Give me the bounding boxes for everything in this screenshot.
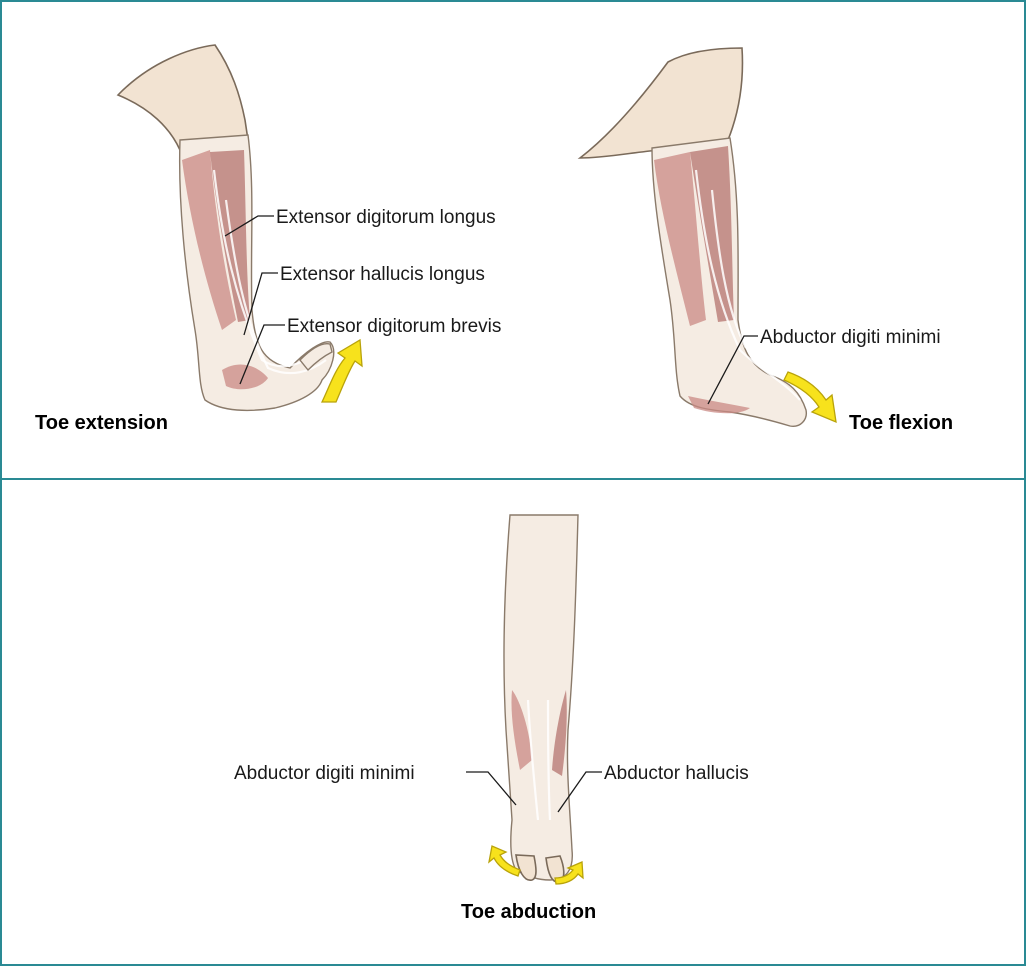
- leg-illustration-abduction: [504, 515, 578, 882]
- caption-toe-extension: Toe extension: [35, 412, 168, 434]
- caption-toe-abduction: Toe abduction: [461, 901, 596, 923]
- label-abductor-digiti-minimi: Abductor digiti minimi: [760, 327, 941, 348]
- panel-toe-extension: Extensor digitorum longus Extensor hallu…: [35, 45, 501, 434]
- caption-toe-flexion: Toe flexion: [849, 412, 953, 434]
- panel-toe-abduction: Abductor digiti minimi Abductor hallucis…: [234, 515, 749, 923]
- label-extensor-digitorum-brevis: Extensor digitorum brevis: [287, 316, 501, 337]
- label-abduction-abductor-digiti-minimi: Abductor digiti minimi: [234, 763, 415, 784]
- leg-illustration-flexion: [580, 48, 806, 426]
- label-extensor-hallucis-longus: Extensor hallucis longus: [280, 264, 485, 285]
- label-extensor-digitorum-longus: Extensor digitorum longus: [276, 207, 496, 228]
- label-abductor-hallucis: Abductor hallucis: [604, 763, 749, 784]
- panel-toe-flexion: Abductor digiti minimi Toe flexion: [580, 48, 953, 434]
